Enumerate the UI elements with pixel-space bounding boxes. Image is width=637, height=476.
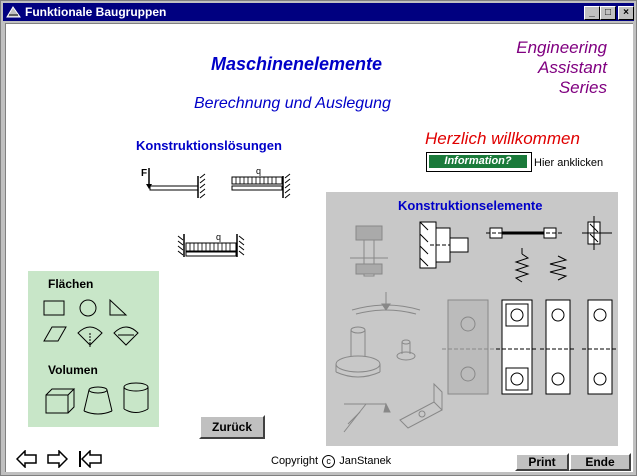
beam-diagrams[interactable]: F q q — [140, 162, 300, 257]
cantilever-beam-icon: F — [141, 168, 206, 199]
segment-icon — [113, 326, 139, 346]
fixed-beam-icon: q — [177, 232, 245, 257]
app-icon — [6, 6, 21, 18]
machine-elements-drawings[interactable] — [326, 214, 618, 446]
page-title: Maschinenelemente — [211, 54, 383, 74]
konstruktionselemente-title[interactable]: Konstruktionselemente — [398, 198, 543, 213]
shaft-icon — [486, 227, 562, 239]
info-hint: Hier anklicken — [534, 157, 604, 169]
konstruktionselemente-panel: Konstruktionselemente — [326, 192, 618, 446]
copyright-prefix: Copyright — [271, 455, 319, 467]
cuboid-icon — [45, 388, 76, 414]
page-subtitle: Berechnung und Auslegung — [194, 95, 391, 112]
rectangle-icon — [43, 300, 65, 316]
circle-icon — [79, 299, 97, 317]
close-button[interactable]: × — [618, 6, 634, 20]
arrow-left-icon[interactable] — [16, 450, 38, 468]
back-button[interactable]: Zurück — [199, 415, 265, 439]
flaechen-volumen-panel: Flächen Volumen — [28, 271, 159, 427]
weld-joint-icon — [343, 402, 391, 433]
series-line-2: Assistant — [538, 58, 607, 77]
minimize-button[interactable]: _ — [584, 6, 600, 20]
area-shapes[interactable] — [42, 297, 152, 349]
ball-bearing-3-icon — [582, 299, 616, 395]
flaechen-label[interactable]: Flächen — [48, 277, 94, 291]
end-button[interactable]: Ende — [569, 453, 631, 471]
leaf-spring-icon — [351, 292, 421, 315]
parallelogram-icon — [43, 326, 67, 342]
svg-text:F: F — [141, 168, 147, 179]
cylinder-part-icon — [335, 326, 381, 378]
flange-connection-icon — [419, 221, 469, 269]
angle-bracket-icon — [399, 382, 443, 429]
copyright-notice: Copyright c JanStanek — [271, 455, 391, 468]
journal-bearing-icon — [442, 299, 494, 395]
main-area: Maschinenelemente Berechnung und Auslegu… — [5, 23, 633, 472]
copyright-symbol: c — [322, 455, 336, 468]
arrow-right-icon[interactable] — [46, 450, 68, 468]
screw-part-icon — [396, 339, 416, 361]
volumen-label[interactable]: Volumen — [48, 363, 98, 377]
cylinder-icon — [123, 382, 149, 413]
maximize-button[interactable]: □ — [600, 6, 616, 20]
triangle-icon — [109, 298, 128, 316]
volume-shapes[interactable] — [42, 379, 154, 423]
ball-bearing-2-icon — [540, 299, 576, 395]
window-title: Funktionale Baugruppen — [25, 5, 167, 19]
ball-bearing-1-icon — [496, 299, 538, 395]
title-bar[interactable]: Funktionale Baugruppen _ □ × — [3, 3, 634, 21]
print-button[interactable]: Print — [515, 453, 569, 471]
frustum-icon — [83, 386, 113, 415]
spring-icon — [514, 248, 568, 283]
welcome-text: Herzlich willkommen — [425, 129, 580, 148]
distributed-load-beam-icon: q — [231, 166, 291, 199]
information-button[interactable]: Information? — [426, 152, 532, 172]
svg-text:q: q — [216, 232, 221, 242]
copyright-author: JanStanek — [339, 455, 392, 467]
series-label: Engineering Assistant Series — [516, 38, 607, 98]
series-line-1: Engineering — [516, 38, 607, 57]
information-button-label: Information? — [429, 155, 527, 168]
sector-icon — [77, 326, 103, 346]
bolt-connection-icon — [350, 225, 388, 277]
series-line-3: Series — [558, 78, 607, 97]
konstruktionsloesungen-link[interactable]: Konstruktionslösungen — [136, 138, 282, 153]
go-first-icon[interactable] — [78, 450, 102, 468]
coupling-icon — [582, 216, 612, 250]
svg-text:q: q — [256, 166, 261, 176]
